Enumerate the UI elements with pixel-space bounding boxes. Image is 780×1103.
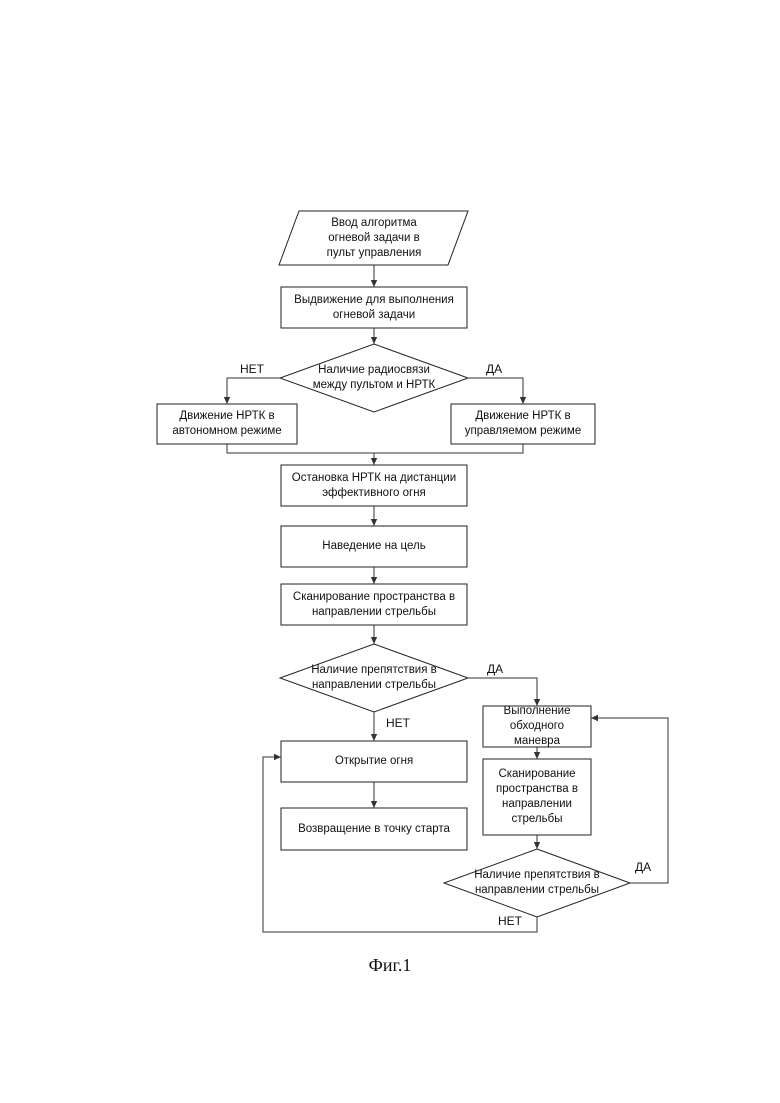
edge-auto-merge	[227, 444, 523, 453]
edge-radio-yes	[468, 378, 523, 404]
input-text: Ввод алгоритма огневой задачи в пульт уп…	[289, 211, 459, 265]
edge-obstacle2-yes	[591, 718, 668, 883]
obstacle-decision-text: Наличие препятствия в направлении стрель…	[298, 662, 450, 694]
bypass-text: Выполнение обходного маневра	[483, 706, 591, 747]
scan-text: Сканирование пространства в направлении …	[281, 584, 467, 625]
aim-text: Наведение на цель	[281, 526, 467, 567]
obstacle-yes-label: ДА	[487, 662, 503, 676]
scan2-text: Сканирование пространства в направлении …	[483, 759, 591, 835]
return-text: Возвращение в точку старта	[281, 808, 467, 850]
stop-text: Остановка НРТК на дистанции эффективного…	[281, 465, 467, 506]
auto-mode-text: Движение НРТК в автономном режиме	[157, 404, 297, 444]
radio-yes-label: ДА	[486, 362, 502, 376]
edge-radio-no	[227, 378, 280, 404]
fire-text: Открытие огня	[281, 741, 467, 782]
obstacle-decision2-text: Наличие препятствия в направлении стрель…	[460, 867, 614, 899]
controlled-mode-text: Движение НРТК в управляемом режиме	[451, 404, 595, 444]
radio-no-label: НЕТ	[240, 362, 264, 376]
edge-obstacle-yes	[468, 678, 537, 706]
obstacle2-yes-label: ДА	[635, 860, 651, 874]
obstacle2-no-label: НЕТ	[498, 914, 522, 928]
obstacle-no-label: НЕТ	[386, 716, 410, 730]
radio-decision-text: Наличие радиосвязи между пультом и НРТК	[300, 362, 448, 394]
advance-text: Выдвижение для выполнения огневой задачи	[281, 287, 467, 328]
figure-caption: Фиг.1	[0, 955, 780, 976]
